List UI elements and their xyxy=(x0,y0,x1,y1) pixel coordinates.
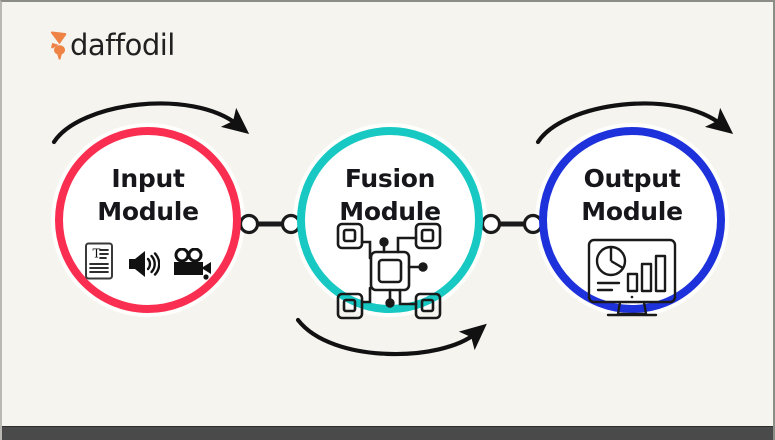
text-document-icon: T xyxy=(85,242,113,280)
input-module-icon-row: T xyxy=(48,242,248,280)
connector-fusion-to-output xyxy=(480,213,544,235)
window-footer-bar xyxy=(2,426,773,440)
input-module-circle[interactable] xyxy=(55,127,241,313)
arrow-over-input-module xyxy=(51,101,250,145)
arrow-under-fusion-module xyxy=(295,317,487,357)
daffodil-butterfly-logo-icon xyxy=(50,31,67,60)
output-module-circle[interactable] xyxy=(539,127,725,313)
connector-input-to-fusion xyxy=(238,213,302,235)
audio-speaker-icon xyxy=(129,251,160,277)
arrow-over-output-module xyxy=(535,101,734,145)
video-camera-icon xyxy=(174,248,211,280)
monitor-analytics-icon xyxy=(587,238,677,317)
brand-logo: daffodil xyxy=(49,28,175,62)
neural-network-chip-icon xyxy=(336,222,442,320)
brand-name: daffodil xyxy=(70,27,175,62)
fusion-module-circle[interactable] xyxy=(297,127,483,313)
svg-text:T: T xyxy=(93,247,101,261)
